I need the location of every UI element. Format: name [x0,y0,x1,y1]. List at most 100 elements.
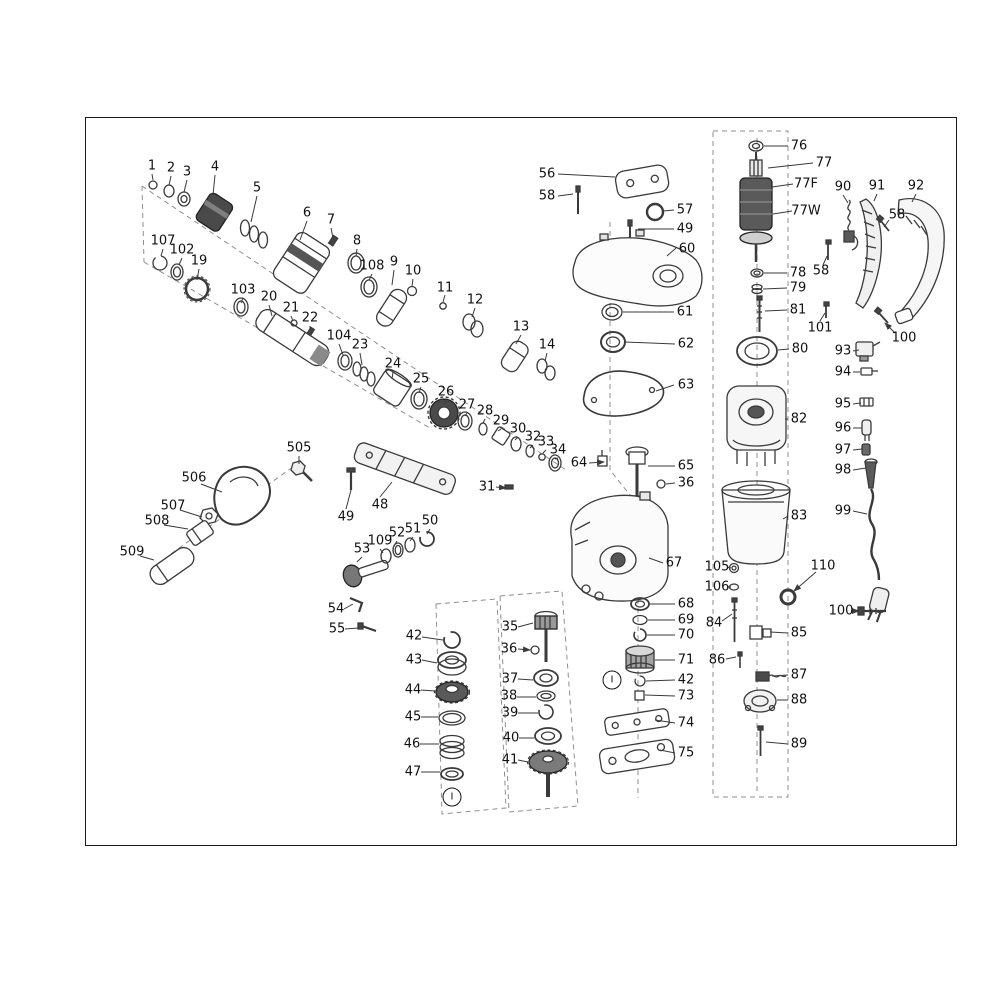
part-label-28: 28 [476,403,494,419]
part-label-70: 70 [677,627,695,643]
part-label-42: 42 [405,628,423,644]
part-label-78: 78 [789,265,807,281]
part-label-22: 22 [301,310,319,326]
part-label-53: 53 [353,541,371,557]
part-label-11: 11 [436,280,454,296]
part-label-58: 58 [888,207,906,223]
part-label-68: 68 [677,596,695,612]
part-label-65: 65 [677,458,695,474]
part-label-109: 109 [367,533,393,549]
part-label-58: 58 [812,263,830,279]
part-label-77: 77 [815,155,833,171]
part-label-5: 5 [252,180,262,196]
part-label-108: 108 [359,258,385,274]
part-label-60: 60 [678,241,696,257]
gear-column-left [433,631,471,781]
part-label-505: 505 [286,440,312,456]
part-label-50: 50 [421,513,439,529]
part-label-6: 6 [302,205,312,221]
part-label-26: 26 [437,384,455,400]
part-label-509: 509 [119,544,145,560]
part-label-85: 85 [790,625,808,641]
part-label-89: 89 [790,736,808,752]
part-label-40: 40 [502,730,520,746]
arrow-leaders [495,322,896,653]
part-label-62: 62 [677,336,695,352]
part-label-95: 95 [834,396,852,412]
part-label-88: 88 [790,692,808,708]
part-label-103: 103 [230,282,256,298]
part-label-77W: 77W [791,203,821,219]
part-label-35: 35 [501,619,519,635]
part-label-86: 86 [708,652,726,668]
part-label-67: 67 [665,555,683,571]
diagram-border [85,117,957,846]
part-label-32: 32 [524,429,542,445]
part-label-56: 56 [538,166,556,182]
part-label-31: 31 [478,479,496,495]
part-label-64: 64 [570,455,588,471]
part-label-51: 51 [404,521,422,537]
part-label-1: 1 [147,158,157,174]
part-label-102: 102 [169,242,195,258]
gear-column-mid [526,610,570,797]
part-label-23: 23 [351,337,369,353]
part-label-82: 82 [790,411,808,427]
part-label-38: 38 [500,688,518,704]
part-label-91: 91 [868,178,886,194]
part-label-110: 110 [810,558,836,574]
part-label-24: 24 [384,356,402,372]
motor-housing-assembly [721,480,791,756]
chuck-assembly [148,180,365,294]
part-label-61: 61 [676,304,694,320]
part-label-36: 36 [500,641,518,657]
part-label-49: 49 [676,221,694,237]
part-label-100: 100 [891,330,917,346]
part-label-19: 19 [190,253,208,269]
part-label-73: 73 [677,688,695,704]
alignment-marker: I [442,787,462,807]
part-label-46: 46 [403,736,421,752]
part-label-80: 80 [791,341,809,357]
part-label-93: 93 [834,343,852,359]
part-label-47: 47 [404,764,422,780]
part-label-37: 37 [501,671,519,687]
part-label-41: 41 [501,752,519,768]
part-label-508: 508 [144,513,170,529]
part-label-105: 105 [704,559,730,575]
alignment-marker: I [602,670,622,690]
part-label-507: 507 [160,498,186,514]
part-label-14: 14 [538,337,556,353]
part-label-21: 21 [282,300,300,316]
side-parts-assembly [149,442,456,633]
part-label-92: 92 [907,178,925,194]
armature-assembly [726,140,787,466]
part-label-54: 54 [327,601,345,617]
part-label-12: 12 [466,292,484,308]
part-label-94: 94 [834,364,852,380]
part-label-58: 58 [538,188,556,204]
part-label-106: 106 [704,579,730,595]
part-label-9: 9 [389,254,399,270]
part-label-4: 4 [210,159,220,175]
part-label-104: 104 [326,328,352,344]
leader-lines [139,145,917,773]
part-label-13: 13 [512,319,530,335]
part-label-10: 10 [404,263,422,279]
part-label-77F: 77F [793,176,819,192]
part-label-44: 44 [404,682,422,698]
part-label-83: 83 [790,508,808,524]
part-label-87: 87 [790,667,808,683]
part-label-2: 2 [166,160,176,176]
part-label-27: 27 [458,397,476,413]
part-label-55: 55 [328,621,346,637]
part-label-25: 25 [412,371,430,387]
part-label-79: 79 [789,280,807,296]
part-label-3: 3 [182,164,192,180]
part-label-74: 74 [677,715,695,731]
part-label-36: 36 [677,475,695,491]
part-label-52: 52 [388,525,406,541]
part-label-29: 29 [492,413,510,429]
